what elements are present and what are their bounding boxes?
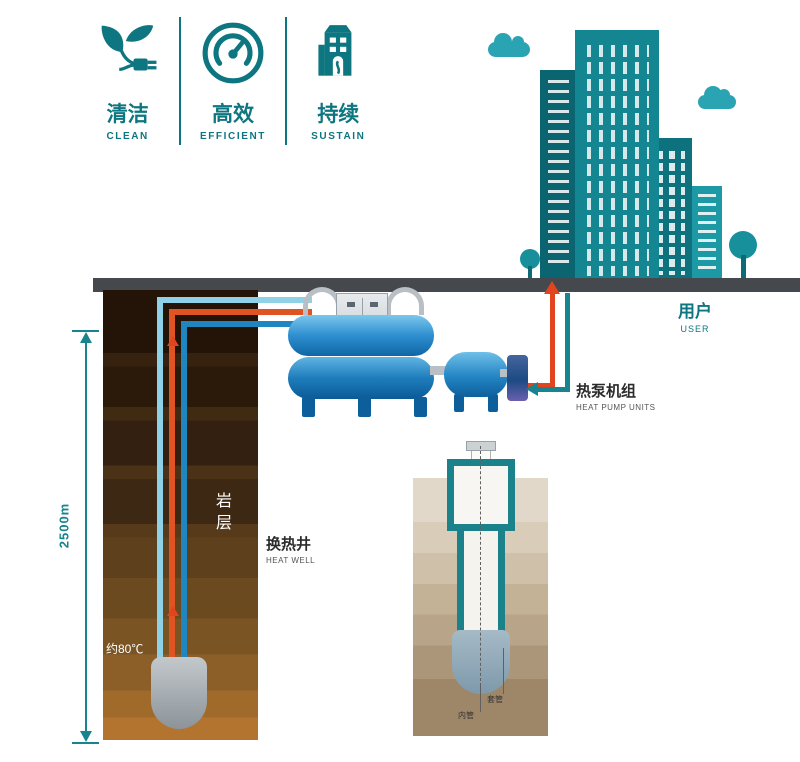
heat-pump-vessel-bottom xyxy=(288,357,434,399)
badge-row: 清洁 CLEAN 高效 EFFICIENT xyxy=(76,10,390,152)
pipe-hot-horizontal xyxy=(169,309,312,315)
heat-pump-label: 热泵机组 HEAT PUMP UNITS xyxy=(576,380,706,412)
heat-pump-label-en: HEAT PUMP UNITS xyxy=(576,403,656,412)
badge-sustain-label-en: SUSTAIN xyxy=(311,131,366,142)
cloud xyxy=(698,86,736,109)
inset-outer-casing-top xyxy=(447,459,515,531)
downhole-heat-exchanger xyxy=(151,657,207,729)
pump-leg xyxy=(488,394,498,412)
tree xyxy=(729,231,757,259)
depth-label: 2500m xyxy=(56,502,72,549)
flow-up-arrow xyxy=(167,606,179,616)
return-arrow-vertical xyxy=(565,293,570,392)
inset-casing-step xyxy=(498,524,515,531)
pump-connector-pipe xyxy=(430,366,448,375)
badge-clean: 清洁 CLEAN xyxy=(76,10,179,152)
inset-leader-line xyxy=(503,648,504,694)
heat-pump-side-vessel xyxy=(444,352,508,397)
flow-up-arrow xyxy=(167,336,179,346)
tree-trunk xyxy=(741,255,746,281)
rock-layer-label: 岩层 xyxy=(213,492,230,536)
badge-clean-label-en: CLEAN xyxy=(106,131,149,142)
inset-probe-tip xyxy=(452,630,510,694)
dimension-tick-bottom xyxy=(72,742,99,744)
dimension-arrow-up xyxy=(80,332,92,343)
tree xyxy=(520,249,540,269)
inset-casing-step xyxy=(447,524,464,531)
building-tall xyxy=(575,30,659,284)
supply-arrow-vertical xyxy=(550,293,555,388)
inset-inner-pipe-label: 内管 xyxy=(458,711,474,720)
badge-divider xyxy=(284,17,287,145)
pump-leg xyxy=(358,397,371,417)
heat-pump-vessel-top xyxy=(288,315,434,356)
heat-well-label-zh: 换热井 xyxy=(266,536,312,553)
heat-well-label: 换热井 HEAT WELL xyxy=(266,533,356,565)
supply-arrow-horizontal xyxy=(528,383,555,388)
pump-leg xyxy=(302,397,315,417)
supply-arrowhead xyxy=(544,281,560,294)
ground-surface xyxy=(93,278,800,292)
pump-leg xyxy=(454,394,464,412)
heat-well-label-en: HEAT WELL xyxy=(266,556,316,565)
pipe-return-vertical xyxy=(157,297,163,669)
tree-trunk xyxy=(528,266,532,281)
building-right xyxy=(692,186,722,284)
inset-outer-pipe-label: 套管 xyxy=(487,695,503,704)
dimension-line xyxy=(85,343,87,733)
temperature-label: 约80℃ xyxy=(106,642,144,656)
circulation-pump xyxy=(507,355,528,401)
return-arrow-horizontal xyxy=(537,387,570,392)
pipe-return-horizontal xyxy=(157,297,312,303)
badge-sustain: 持续 SUSTAIN xyxy=(287,10,390,152)
pump-pipe-arc xyxy=(386,287,424,315)
badge-efficient-label-zh: 高效 xyxy=(211,103,254,126)
leaf-plug-icon xyxy=(93,10,163,96)
dimension-tick-top xyxy=(72,330,99,332)
gauge-icon xyxy=(200,10,266,96)
user-label-en: USER xyxy=(680,324,710,334)
badge-efficient-label-en: EFFICIENT xyxy=(199,131,267,142)
badge-divider xyxy=(179,17,182,145)
inset-wellhead-cap xyxy=(466,441,496,451)
dimension-arrow-down xyxy=(80,731,92,742)
badge-clean-label-zh: 清洁 xyxy=(106,103,149,126)
inset-leader-line xyxy=(480,686,481,712)
badge-sustain-label-zh: 持续 xyxy=(317,103,360,126)
cloud xyxy=(488,33,530,57)
pipe-hot-vertical xyxy=(169,309,175,669)
return-arrowhead xyxy=(526,382,538,396)
building-recycle-icon xyxy=(305,10,371,96)
pipe-cold-horizontal xyxy=(181,321,312,327)
heat-pump-label-zh: 热泵机组 xyxy=(576,383,637,400)
inset-centerline xyxy=(480,446,481,686)
user-label: 用户 USER xyxy=(660,297,730,334)
user-label-zh: 用户 xyxy=(678,302,712,321)
inset-outer-casing-body xyxy=(457,531,505,641)
badge-efficient: 高效 EFFICIENT xyxy=(181,10,284,152)
building-small xyxy=(540,70,577,284)
pump-leg xyxy=(414,397,427,417)
pipe-cold-vertical xyxy=(181,321,187,669)
pump-connector-pipe xyxy=(500,369,510,377)
